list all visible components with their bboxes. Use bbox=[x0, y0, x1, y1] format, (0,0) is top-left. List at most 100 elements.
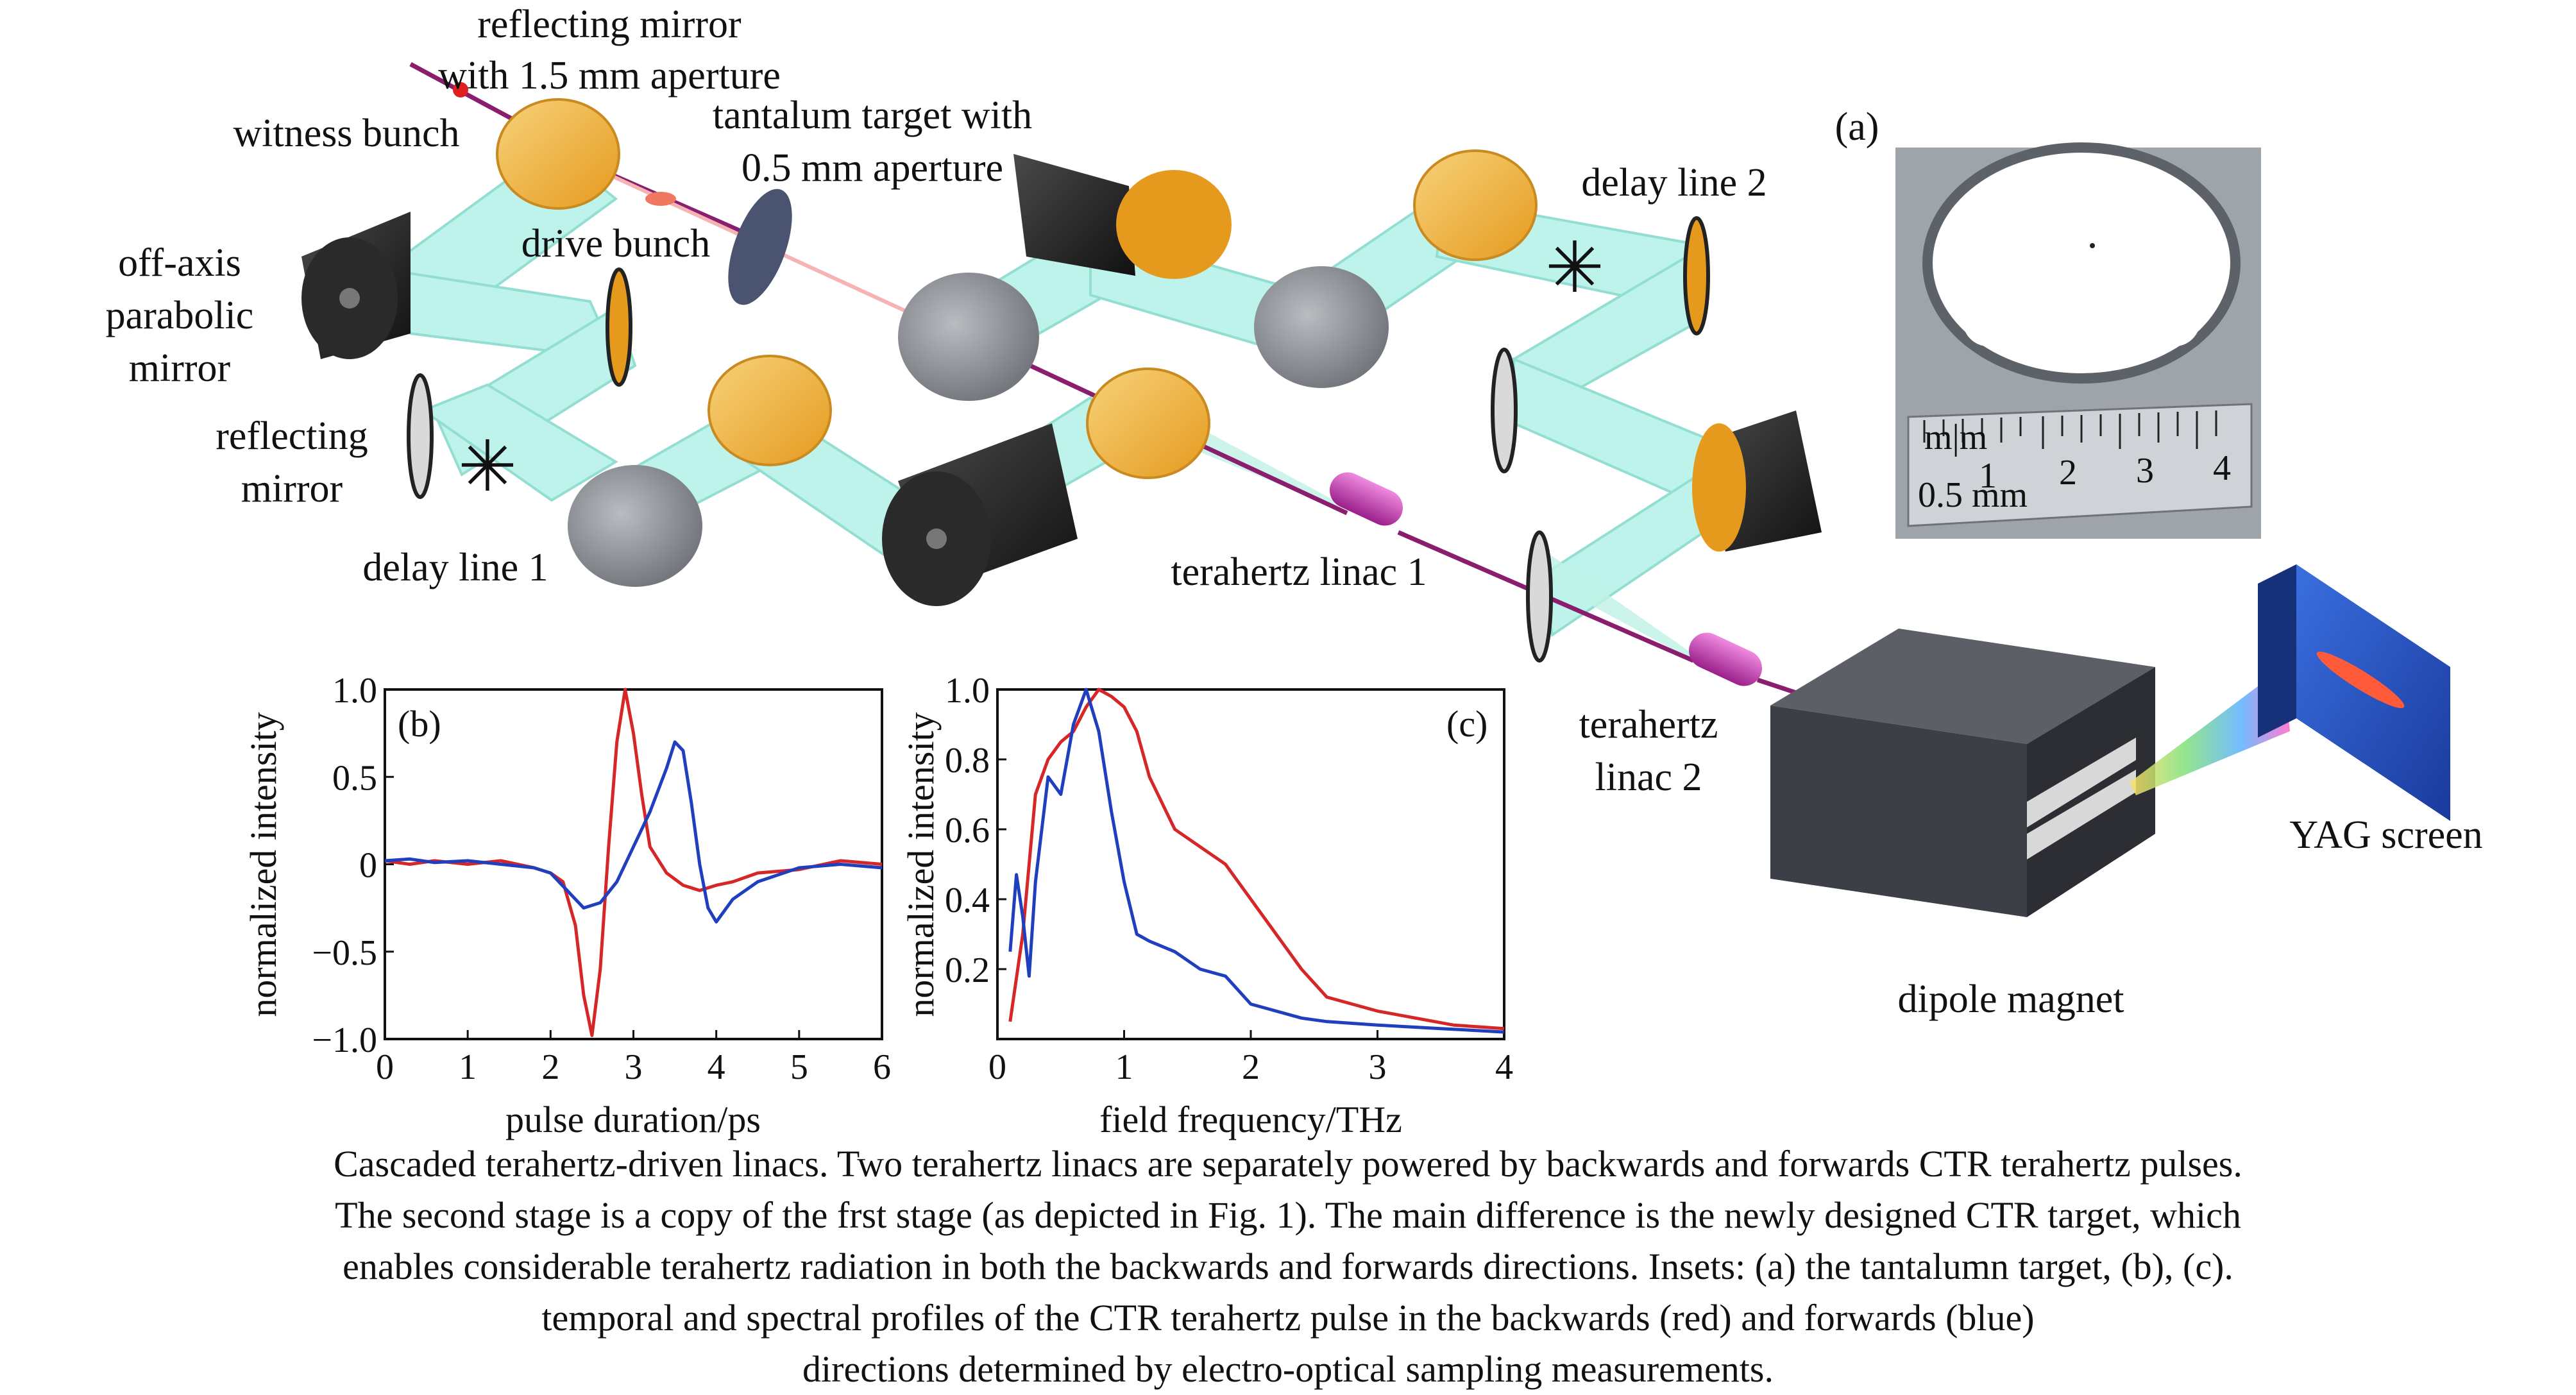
label-off-axis-2: parabolic bbox=[106, 294, 254, 337]
caption-line-3: enables considerable terahertz radiation… bbox=[343, 1246, 2233, 1287]
y-tick-label: 1.0 bbox=[332, 671, 377, 711]
label-reflecting-2: mirror bbox=[241, 467, 343, 511]
x-tick-label: 3 bbox=[625, 1047, 643, 1087]
series-line-backwards bbox=[384, 688, 883, 1037]
label-drive-bunch: drive bunch bbox=[521, 222, 710, 266]
dispersed-beam bbox=[2130, 667, 2290, 795]
parabolic-mirror-4 bbox=[1692, 410, 1822, 552]
gold-mirrors bbox=[496, 98, 1538, 479]
label-thz-linac-2-b: linac 2 bbox=[1595, 756, 1702, 799]
flat-mirror-orange bbox=[1683, 216, 1710, 335]
ruler-mark-2: 2 bbox=[2059, 453, 2077, 493]
ruler-mark-3: 3 bbox=[2136, 451, 2154, 491]
caption-line-4: temporal and spectral profiles of the CT… bbox=[541, 1297, 2035, 1339]
gold-mirror bbox=[708, 355, 832, 466]
flat-mirrors bbox=[407, 216, 1710, 663]
x-tick-label: 1 bbox=[459, 1047, 477, 1087]
ruler-unit-bottom: 0.5 mm bbox=[1918, 475, 2028, 515]
gold-mirror bbox=[496, 98, 620, 210]
label-delay-line-2: delay line 2 bbox=[1581, 161, 1767, 205]
x-tick-label: 6 bbox=[873, 1047, 891, 1087]
series-line-forwards bbox=[1008, 688, 1505, 1034]
y-tick-label: 0.5 bbox=[332, 758, 377, 798]
witness-bunch-dot bbox=[453, 82, 468, 97]
y-tick-label: 0.2 bbox=[945, 951, 990, 990]
label-reflecting-mirror-aperture-1: reflecting mirror bbox=[477, 3, 741, 46]
series-line-backwards bbox=[1008, 688, 1505, 1031]
drive-bunch-dot bbox=[645, 192, 676, 206]
flat-mirror bbox=[1491, 348, 1518, 473]
x-tick-label: 4 bbox=[708, 1047, 725, 1087]
caption-line-1: Cascaded terahertz-driven linacs. Two te… bbox=[334, 1143, 2242, 1185]
diagram-labels: reflecting mirror with 1.5 mm aperture w… bbox=[106, 3, 2483, 1021]
y-tick-label: −0.5 bbox=[312, 933, 377, 973]
label-off-axis-3: mirror bbox=[129, 346, 231, 390]
grey-mirror-target bbox=[898, 273, 1039, 401]
parabolic-mirror-1 bbox=[301, 212, 411, 359]
y-tick-label: 1.0 bbox=[945, 671, 990, 711]
chart-c-ylabel: normalized intensity bbox=[900, 712, 942, 1017]
x-tick-label: 4 bbox=[1495, 1047, 1513, 1087]
chart-c-panel-label: (c) bbox=[1446, 703, 1487, 745]
target-aperture bbox=[2090, 243, 2095, 248]
chart-b-xlabel: pulse duration/ps bbox=[505, 1099, 761, 1140]
label-tantalum-target-1: tantalum target with bbox=[713, 94, 1032, 137]
delay-marker-1: ✳ bbox=[458, 428, 517, 506]
thz-linac-2 bbox=[1688, 632, 1763, 686]
parabolic-mirror-2 bbox=[882, 423, 1078, 606]
flat-mirror-orange bbox=[606, 267, 632, 387]
label-inset-a: (a) bbox=[1835, 105, 1879, 149]
x-tick-label: 2 bbox=[1242, 1047, 1260, 1087]
flat-mirror bbox=[1526, 530, 1553, 663]
ruler-mark-1: 1 bbox=[1979, 456, 1997, 496]
caption-line-5: directions determined by electro-optical… bbox=[802, 1348, 1774, 1390]
inset-a-photo: m|m 1 2 3 4 0.5 mm bbox=[1895, 142, 2261, 539]
beam-segment bbox=[420, 383, 618, 502]
chart-b-panel-label: (b) bbox=[398, 703, 441, 745]
y-tick-label: −1.0 bbox=[312, 1020, 377, 1060]
ruler: m|m 1 2 3 4 0.5 mm bbox=[1907, 403, 2253, 527]
chart-b: (b) pulse duration/ps normalized intensi… bbox=[242, 671, 891, 1140]
parabolic-mirror-3 bbox=[1013, 154, 1232, 279]
gold-mirror bbox=[1086, 368, 1210, 479]
chart-c-series bbox=[1008, 688, 1505, 1034]
focus-cone-linac-2 bbox=[1539, 552, 1693, 661]
y-tick-label: 0.6 bbox=[945, 811, 990, 850]
y-tick-label: 0 bbox=[359, 846, 377, 886]
figure-caption: Cascaded terahertz-driven linacs. Two te… bbox=[26, 1138, 2550, 1395]
chart-b-series bbox=[384, 688, 883, 1037]
label-off-axis-1: off-axis bbox=[118, 241, 241, 285]
grey-mirror bbox=[1254, 266, 1389, 388]
label-yag-screen: YAG screen bbox=[2289, 813, 2482, 857]
flat-mirror bbox=[407, 373, 434, 499]
label-tantalum-target-2: 0.5 mm aperture bbox=[741, 146, 1003, 190]
y-tick-label: 0.4 bbox=[945, 881, 990, 920]
x-tick-label: 0 bbox=[988, 1047, 1006, 1087]
x-tick-label: 5 bbox=[790, 1047, 808, 1087]
chart-c-xlabel: field frequency/THz bbox=[1099, 1099, 1402, 1140]
delay-marker-2: ✳ bbox=[1545, 229, 1604, 307]
chart-c: (c) field frequency/THz normalized inten… bbox=[900, 671, 1513, 1140]
label-thz-linac-2-a: terahertz bbox=[1579, 703, 1718, 747]
label-reflecting-1: reflecting bbox=[216, 414, 368, 458]
dipole-magnet bbox=[1770, 629, 2155, 917]
y-tick-label: 0.8 bbox=[945, 741, 990, 781]
ruler-unit-top: m|m bbox=[1924, 418, 1987, 457]
label-reflecting-mirror-aperture-2: with 1.5 mm aperture bbox=[438, 54, 781, 97]
thz-linac-1 bbox=[1329, 472, 1403, 526]
chart-b-ylabel: normalized intensity bbox=[242, 712, 284, 1017]
yag-screen bbox=[2258, 564, 2450, 821]
parabolic-mirrors bbox=[301, 154, 1822, 606]
label-thz-linac-1: terahertz linac 1 bbox=[1171, 550, 1427, 594]
x-tick-label: 2 bbox=[541, 1047, 559, 1087]
x-tick-label: 1 bbox=[1115, 1047, 1133, 1087]
series-line-forwards bbox=[384, 740, 883, 924]
label-delay-line-1: delay line 1 bbox=[362, 546, 548, 589]
label-witness-bunch: witness bunch bbox=[233, 112, 459, 155]
tantalum-target bbox=[728, 189, 792, 305]
ruler-mark-4: 4 bbox=[2213, 448, 2231, 488]
grey-mirror bbox=[568, 465, 702, 587]
